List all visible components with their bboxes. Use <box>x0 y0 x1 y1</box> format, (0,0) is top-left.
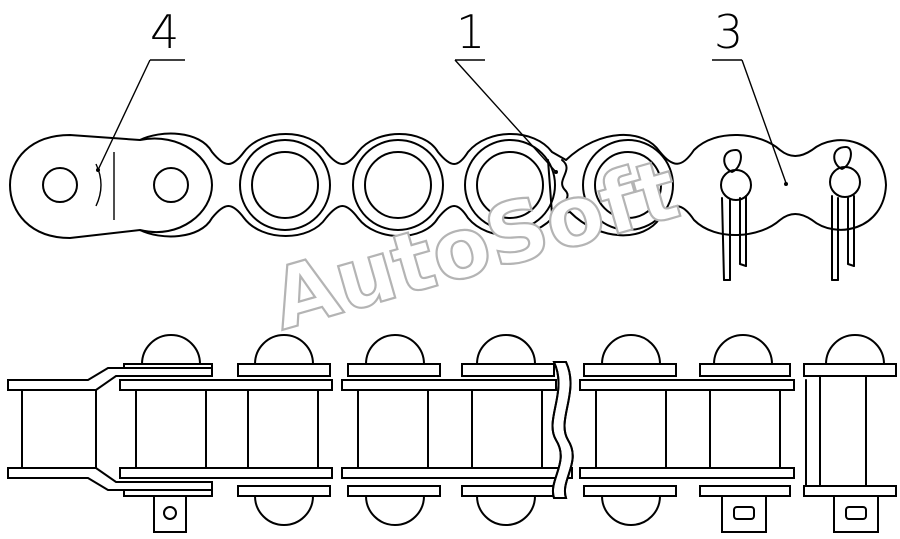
cotter-pin-left <box>720 149 752 281</box>
roller-side <box>352 139 444 231</box>
spring-clip-mark <box>95 163 102 207</box>
roller-side <box>582 139 674 231</box>
callout-label-4: 4 <box>150 5 179 59</box>
roller-side-inner <box>594 151 662 219</box>
connecting-link-hole-left <box>42 167 78 203</box>
plan-pin-bands <box>123 363 897 497</box>
plan-lock-tabs <box>153 495 879 533</box>
side-rollers <box>239 139 674 231</box>
break-line-top <box>558 159 569 215</box>
cotter-pin-right <box>829 146 861 281</box>
connecting-link-hole-right <box>153 167 189 203</box>
roller-side <box>239 139 331 231</box>
roller-side-inner <box>476 151 544 219</box>
chain-plan-view <box>7 334 897 533</box>
plan-roller-bottoms <box>254 495 661 526</box>
autosoft-watermark: AutoSoft <box>261 140 689 349</box>
callout-leaders <box>96 59 788 186</box>
chain-side-view <box>8 132 887 281</box>
callout-label-3: 3 <box>714 5 743 59</box>
plan-roller-tops <box>141 334 885 365</box>
link-plate-outline <box>139 132 887 238</box>
plan-inner-barrels <box>21 375 867 487</box>
roller-side-inner <box>251 151 319 219</box>
callout-label-1: 1 <box>456 5 485 59</box>
connecting-link-plate <box>8 133 214 240</box>
roller-side-inner <box>364 151 432 219</box>
roller-side <box>464 139 556 231</box>
plan-outer-plates <box>7 367 795 491</box>
